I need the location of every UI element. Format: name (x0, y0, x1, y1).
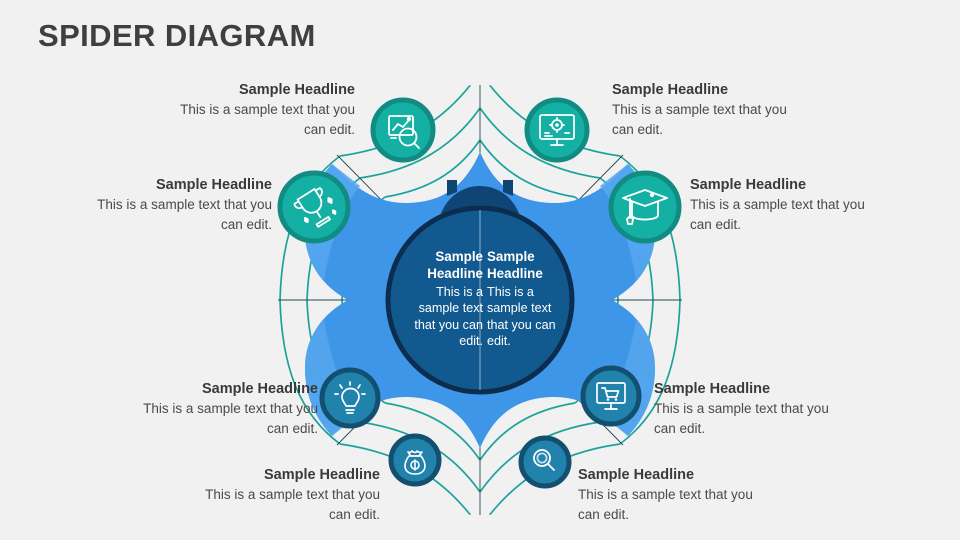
node-bottom-right[interactable] (518, 435, 572, 489)
label-headline: Sample Headline (263, 467, 380, 483)
page-title: SPIDER DIAGRAM (38, 18, 316, 53)
node-lower-right[interactable] (580, 365, 642, 427)
label-headline: Sample Headline (612, 82, 729, 98)
center-left-headline: Sample Headline (427, 249, 483, 282)
node-circle[interactable] (580, 365, 642, 427)
label-mid-left: Sample Headline This is a sample text th… (82, 176, 272, 234)
label-lower-right: Sample Headline This is a sample text th… (654, 380, 844, 438)
label-mid-right: Sample Headline This is a sample text th… (690, 176, 880, 234)
label-top-left-inner: Sample Headline This is a sample text th… (165, 81, 355, 139)
label-headline: Sample Headline (155, 177, 272, 193)
chart-analysis-icon (388, 115, 420, 149)
center-right-body: This is a sample text that you can edit. (487, 285, 556, 348)
label-body: This is a sample text that you can edit. (205, 487, 380, 522)
label-headline: Sample Headline (578, 467, 695, 483)
label-headline: Sample Headline (238, 82, 355, 98)
center-left-body: This is a sample text that you can edit. (414, 285, 483, 348)
node-top-right-inner[interactable] (524, 97, 590, 163)
label-body: This is a sample text that you can edit. (180, 102, 355, 137)
label-body: This is a sample text that you can edit. (654, 401, 829, 436)
trophy-icon (293, 187, 337, 228)
label-body: This is a sample text that you can edit. (97, 197, 272, 232)
label-headline: Sample Headline (654, 381, 771, 397)
node-mid-left[interactable] (277, 170, 351, 244)
label-top-right-inner: Sample Headline This is a sample text th… (612, 81, 802, 139)
center-right-text: Sample Headline This is a sample text th… (487, 248, 575, 349)
label-headline: Sample Headline (690, 177, 807, 193)
center-left-text: Sample Headline This is a sample text th… (395, 248, 483, 349)
node-top-left-inner[interactable] (370, 97, 436, 163)
monitor-cart-icon (596, 382, 626, 410)
label-bottom-right: Sample Headline This is a sample text th… (578, 466, 768, 524)
monitor-gear-icon (539, 114, 575, 146)
node-circle[interactable] (277, 170, 351, 244)
label-body: This is a sample text that you can edit. (690, 197, 865, 232)
label-headline: Sample Headline (201, 381, 318, 397)
money-bag-icon (404, 450, 426, 475)
label-body: This is a sample text that you can edit. (143, 401, 318, 436)
label-body: This is a sample text that you can edit. (612, 102, 787, 137)
label-lower-left: Sample Headline This is a sample text th… (128, 380, 318, 438)
node-bottom-left[interactable] (388, 433, 442, 487)
node-lower-left[interactable] (319, 367, 381, 429)
node-mid-right[interactable] (608, 170, 682, 244)
graduation-cap-icon (622, 189, 668, 225)
magnifier-icon (533, 449, 555, 471)
label-bottom-left: Sample Headline This is a sample text th… (190, 466, 380, 524)
node-circle[interactable] (319, 367, 381, 429)
center-right-headline: Sample Headline (487, 249, 543, 282)
label-body: This is a sample text that you can edit. (578, 487, 753, 522)
node-circle[interactable] (608, 170, 682, 244)
lightbulb-icon (334, 381, 366, 414)
